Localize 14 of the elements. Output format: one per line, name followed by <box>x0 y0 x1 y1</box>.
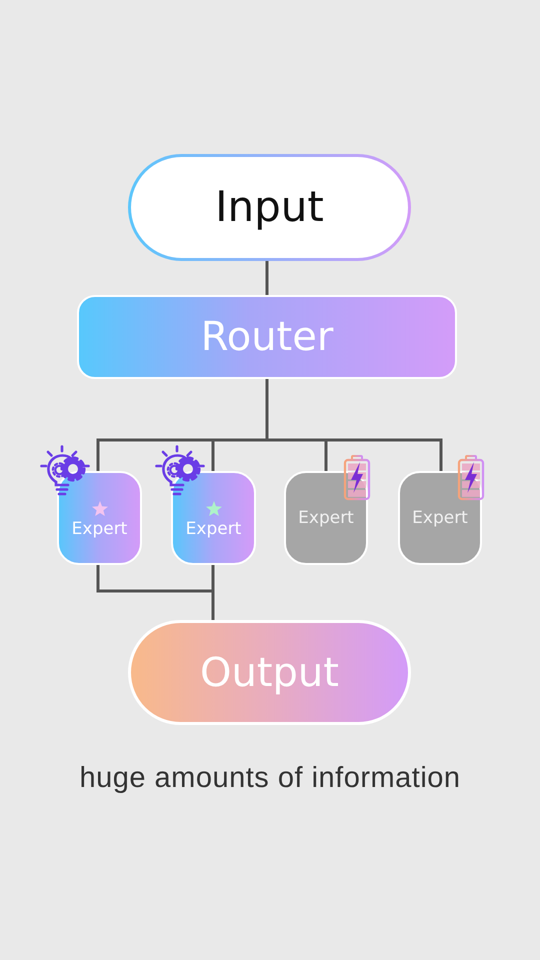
node-label: Expert <box>72 520 128 539</box>
node-label: Output <box>200 650 339 694</box>
node-label: Expert <box>298 508 354 528</box>
node-label: Expert <box>186 520 242 539</box>
connector-line <box>266 261 268 295</box>
caption-text: huge amounts of information <box>79 762 461 794</box>
expert-box <box>57 471 142 565</box>
expert-box <box>284 471 368 565</box>
node-label: Router <box>200 315 334 359</box>
expert-box <box>171 471 256 565</box>
expert-box <box>398 471 482 565</box>
node-label: Input <box>215 184 324 231</box>
router-box <box>77 295 457 379</box>
node-label: Expert <box>412 508 468 528</box>
